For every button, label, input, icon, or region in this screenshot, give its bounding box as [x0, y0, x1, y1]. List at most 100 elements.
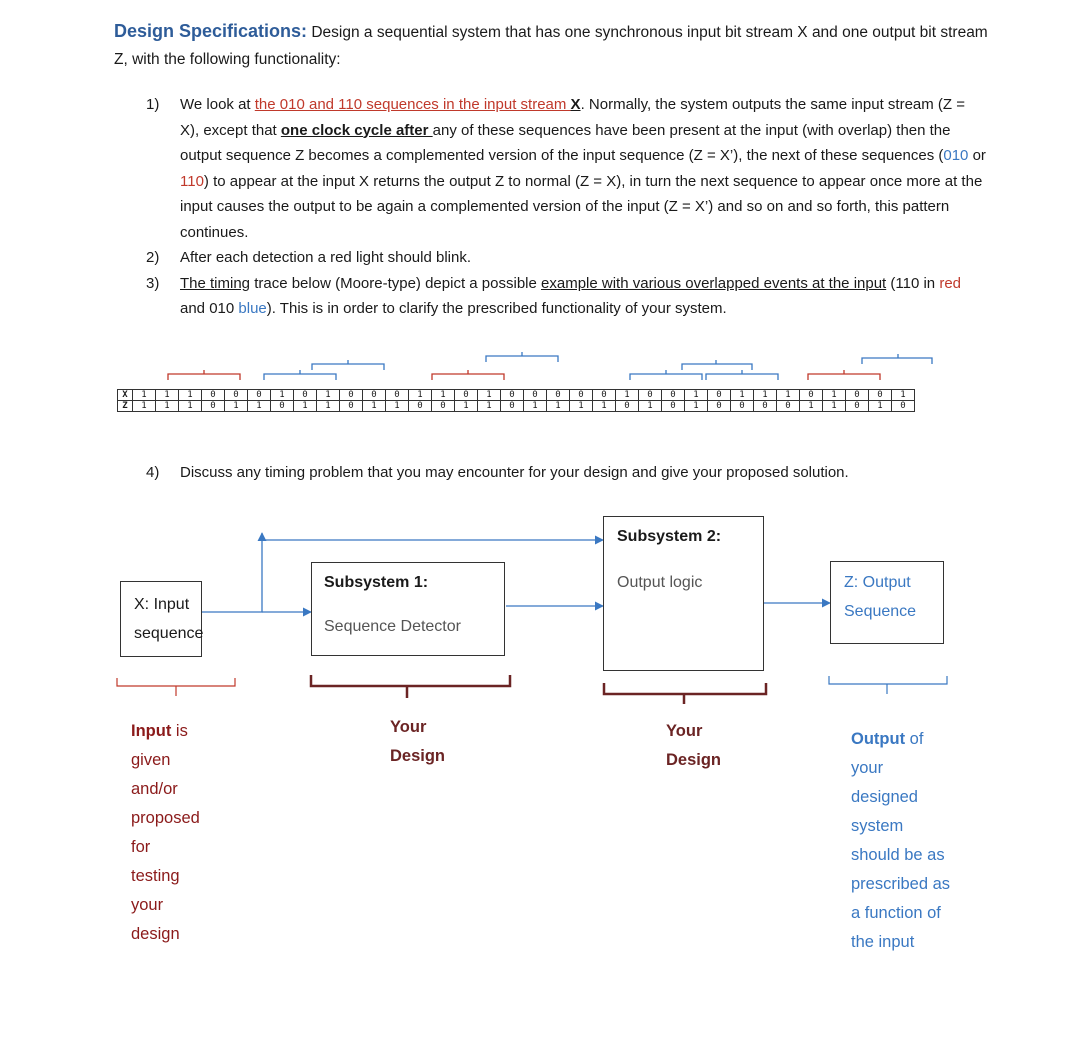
trace-cell-x: 1 — [155, 389, 179, 401]
trace-cell-z: 1 — [247, 400, 271, 412]
trace-cell-z: 0 — [500, 400, 524, 412]
trace-cell-z: 1 — [155, 400, 179, 412]
trace-cell-x: 0 — [868, 389, 892, 401]
trace-cell-x: 0 — [569, 389, 593, 401]
trace-cell-x: 1 — [891, 389, 915, 401]
trace-cell-z: 0 — [615, 400, 639, 412]
trace-cell-x: 0 — [293, 389, 317, 401]
trace-cell-x: 0 — [707, 389, 731, 401]
trace-cell-x: 0 — [362, 389, 386, 401]
brace-subsystem1 — [309, 675, 512, 698]
trace-cell-x: 0 — [661, 389, 685, 401]
trace-cell-x: 0 — [385, 389, 409, 401]
subsystem2-title: Subsystem 2: — [617, 528, 722, 545]
input-box: X: Input sequence — [120, 581, 204, 657]
trace-cell-z: 1 — [684, 400, 708, 412]
trace-cell-z: 1 — [224, 400, 248, 412]
list-item-1: 1) We look at the 010 and 110 sequences … — [146, 92, 986, 245]
trace-cell-z: 1 — [569, 400, 593, 412]
trace-cell-z: 0 — [201, 400, 225, 412]
spec-title: Design Specifications: — [114, 21, 308, 41]
trace-cell-x: 0 — [638, 389, 662, 401]
item-number: 3) — [146, 274, 160, 292]
caption-your-design-2: Your Design — [666, 722, 722, 769]
bracket-010 — [263, 370, 337, 380]
trace-cell-z: 0 — [339, 400, 363, 412]
trace-cell-x: 1 — [132, 389, 156, 401]
bracket-010 — [705, 370, 779, 380]
trace-cell-x: 1 — [178, 389, 202, 401]
trace-cell-z: 1 — [546, 400, 570, 412]
trace-brackets — [167, 352, 933, 380]
one-clock-after: one clock cycle after — [280, 121, 433, 139]
row-label-x: X — [117, 389, 133, 401]
spec-header: Design Specifications: Design a sequenti… — [114, 18, 994, 73]
trace-cell-z: 1 — [799, 400, 823, 412]
output-box: Z: Output Sequence — [830, 561, 944, 644]
bracket-110 — [807, 370, 881, 380]
trace-cell-x: 1 — [270, 389, 294, 401]
subsystem2-box: Subsystem 2: Output logic — [603, 516, 764, 671]
input-box-line2: sequence — [134, 625, 204, 642]
list-item-4: 4) Discuss any timing problem that you ma… — [146, 464, 986, 481]
list-item-2: 2) After each detection a red light shou… — [146, 245, 986, 271]
trace-cell-x: 0 — [546, 389, 570, 401]
bracket-010 — [681, 360, 753, 370]
bracket-110 — [167, 370, 241, 380]
trace-cell-x: 0 — [845, 389, 869, 401]
bracket-110 — [431, 370, 505, 380]
subsystem1-label: Sequence Detector — [324, 618, 461, 635]
trace-cell-z: 0 — [845, 400, 869, 412]
trace-cell-x: 0 — [523, 389, 547, 401]
bracket-010 — [861, 354, 933, 364]
trace-cell-z: 0 — [431, 400, 455, 412]
trace-cell-x: 1 — [408, 389, 432, 401]
item-number: 1) — [146, 96, 160, 113]
trace-cell-x: 1 — [753, 389, 777, 401]
brace-subsystem2 — [602, 683, 768, 704]
trace-cell-z: 1 — [385, 400, 409, 412]
trace-cell-z: 0 — [661, 400, 685, 412]
trace-cell-z: 1 — [362, 400, 386, 412]
trace-cell-z: 1 — [868, 400, 892, 412]
trace-cell-x: 1 — [316, 389, 340, 401]
input-box-line1: X: Input — [134, 596, 190, 613]
trace-cell-z: 0 — [408, 400, 432, 412]
trace-cell-x: 0 — [500, 389, 524, 401]
subsystem1-title: Subsystem 1: — [324, 574, 429, 591]
trace-cell-x: 1 — [684, 389, 708, 401]
item-number: 4) — [146, 464, 160, 481]
trace-cell-z: 0 — [730, 400, 754, 412]
item-text: Discuss any timing problem that you may … — [180, 464, 849, 481]
spec-list: 1) We look at the 010 and 110 sequences … — [146, 92, 986, 322]
trace-cell-z: 1 — [316, 400, 340, 412]
trace-cell-z: 1 — [178, 400, 202, 412]
item-number: 2) — [146, 249, 160, 266]
trace-cell-x: 1 — [776, 389, 800, 401]
trace-cell-x: 0 — [247, 389, 271, 401]
trace-cell-z: 0 — [891, 400, 915, 412]
trace-cell-x: 0 — [592, 389, 616, 401]
trace-cell-x: 0 — [454, 389, 478, 401]
bracket-010 — [629, 370, 703, 380]
caption-input: Input is given and/or proposed for testi… — [131, 722, 200, 943]
output-box-line2: Sequence — [844, 603, 917, 620]
trace-cell-x: 0 — [339, 389, 363, 401]
row-label-z: Z — [117, 400, 133, 412]
list-item-3: 3) The timing trace below (Moore-type) d… — [146, 271, 986, 322]
trace-cell-z: 1 — [523, 400, 547, 412]
trace-cell-x: 1 — [730, 389, 754, 401]
trace-cell-z: 1 — [592, 400, 616, 412]
trace-cell-z: 1 — [477, 400, 501, 412]
brace-output — [828, 676, 948, 694]
spec-intro: Design a sequential system that has one … — [114, 24, 988, 68]
item-text: After each detection a red light should … — [180, 249, 472, 266]
trace-cell-z: 1 — [638, 400, 662, 412]
trace-cell-z: 0 — [753, 400, 777, 412]
trace-cell-z: 1 — [454, 400, 478, 412]
subsystem2-label: Output logic — [617, 574, 703, 591]
bracket-010 — [485, 352, 559, 362]
